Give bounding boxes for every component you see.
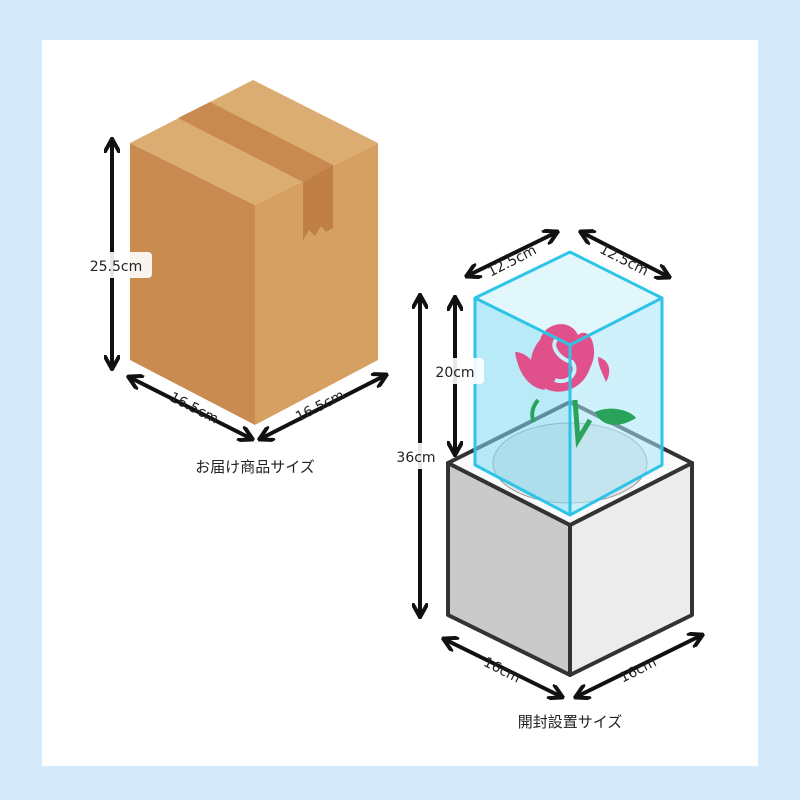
glass-case: [473, 250, 664, 517]
box-height-label: 25.5cm: [90, 259, 143, 275]
base-depth-label: 16cm: [481, 654, 523, 686]
installed-size-caption: 開封設置サイズ: [518, 713, 623, 731]
packing-tape: [178, 102, 333, 182]
case-height-label: 20cm: [435, 365, 474, 381]
delivered-size-caption: お届け商品サイズ: [195, 458, 315, 476]
base-width-label: 16cm: [617, 654, 659, 686]
total-height-label: 36cm: [396, 450, 435, 466]
cardboard-box: [130, 80, 378, 425]
